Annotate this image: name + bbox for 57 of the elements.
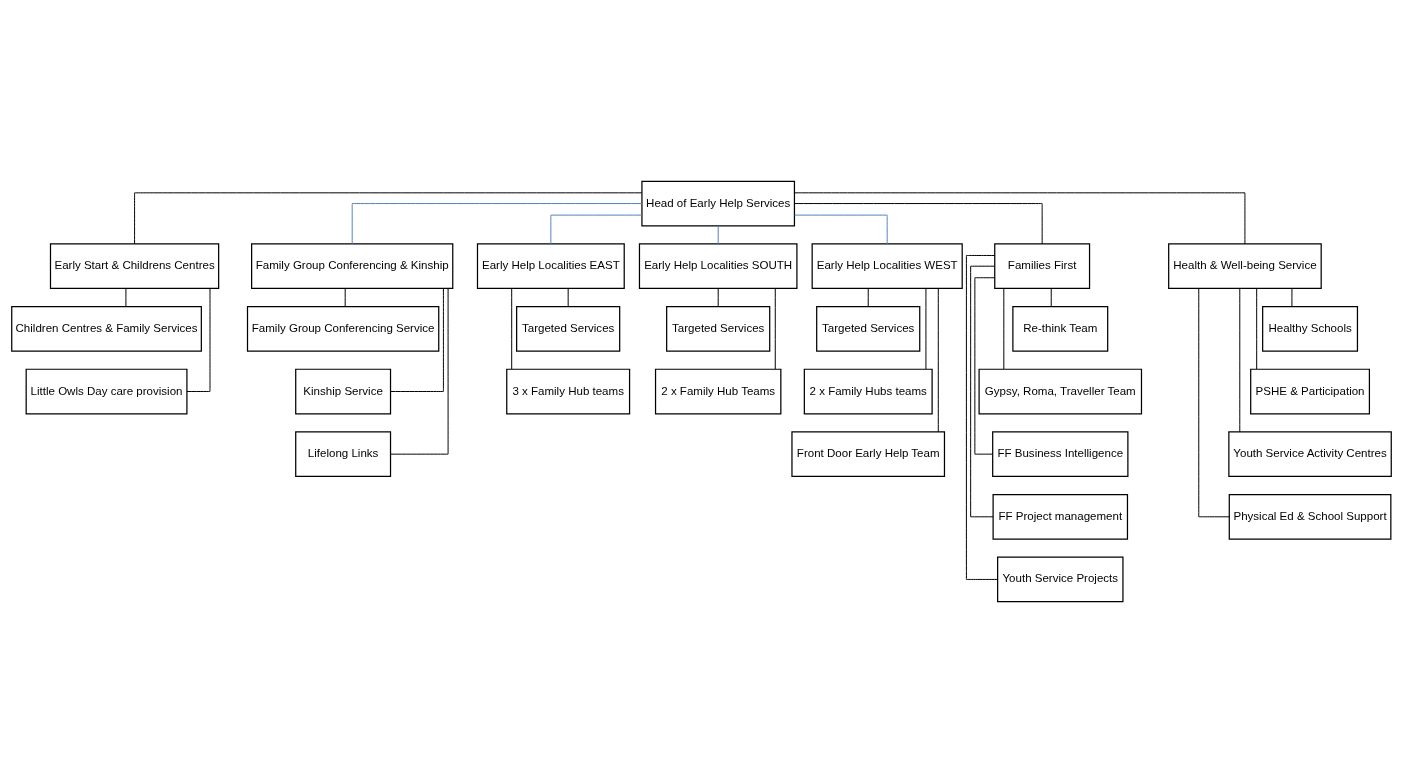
node-box: Re-think Team xyxy=(1012,305,1109,352)
connector xyxy=(794,191,1246,244)
node-box: Youth Service Activity Centres xyxy=(1228,430,1392,477)
node-box: Families First xyxy=(994,242,1091,289)
connector xyxy=(970,265,995,517)
connector xyxy=(186,287,211,392)
connector xyxy=(965,254,998,580)
node-box: Targeted Services xyxy=(816,305,921,352)
node-box: 2 x Family Hub Teams xyxy=(654,368,782,414)
node-box: FF Project management xyxy=(992,493,1129,540)
node-box: 3 x Family Hub teams xyxy=(506,368,631,414)
node-box: Little Owls Day care provision xyxy=(25,368,188,414)
connector xyxy=(794,202,1043,244)
node-box: FF Business Intelligence xyxy=(992,430,1129,477)
connector xyxy=(1291,287,1293,307)
node-box: Lifelong Links xyxy=(295,430,392,477)
connector xyxy=(351,202,643,244)
connector xyxy=(1198,287,1230,517)
node-box: Early Start & Childrens Centres xyxy=(49,242,220,289)
node-box: Targeted Services xyxy=(516,305,621,352)
connector xyxy=(344,287,346,307)
connector xyxy=(125,287,127,307)
node-box: Early Help Localities WEST xyxy=(811,242,963,289)
connector xyxy=(550,214,643,244)
connector xyxy=(925,287,927,370)
node-box: Health & Well-being Service xyxy=(1168,242,1322,289)
node-box: Children Centres & Family Services xyxy=(11,305,202,352)
node-box: 2 x Family Hubs teams xyxy=(803,368,933,414)
connector xyxy=(1003,287,1005,370)
connector xyxy=(134,191,643,244)
node-box: Family Group Conferencing & Kinship xyxy=(251,242,454,289)
node-box: Head of Early Help Services xyxy=(641,180,796,226)
connector xyxy=(511,287,513,370)
connector xyxy=(794,214,888,244)
node-box: Kinship Service xyxy=(295,368,392,414)
node-box: Early Help Localities EAST xyxy=(476,242,625,289)
connector xyxy=(567,287,569,307)
connector xyxy=(937,287,939,432)
connector xyxy=(717,287,719,307)
connector xyxy=(390,287,444,392)
node-box: Healthy Schools xyxy=(1262,305,1359,352)
node-box: PSHE & Participation xyxy=(1250,368,1371,414)
node-box: Physical Ed & School Support xyxy=(1228,493,1392,540)
node-box: Gypsy, Roma, Traveller Team xyxy=(978,368,1143,414)
node-box: Early Help Localities SOUTH xyxy=(638,242,798,289)
connector xyxy=(774,287,776,370)
connector xyxy=(1050,287,1052,307)
connector xyxy=(867,287,869,307)
node-box: Family Group Conferencing Service xyxy=(246,305,440,352)
node-box: Front Door Early Help Team xyxy=(791,430,946,477)
node-box: Youth Service Projects xyxy=(997,556,1124,602)
connector xyxy=(974,276,996,455)
node-box: Targeted Services xyxy=(666,305,771,352)
connector xyxy=(390,287,449,455)
connector xyxy=(717,224,719,244)
connector xyxy=(1239,287,1241,432)
connector xyxy=(1256,287,1258,370)
